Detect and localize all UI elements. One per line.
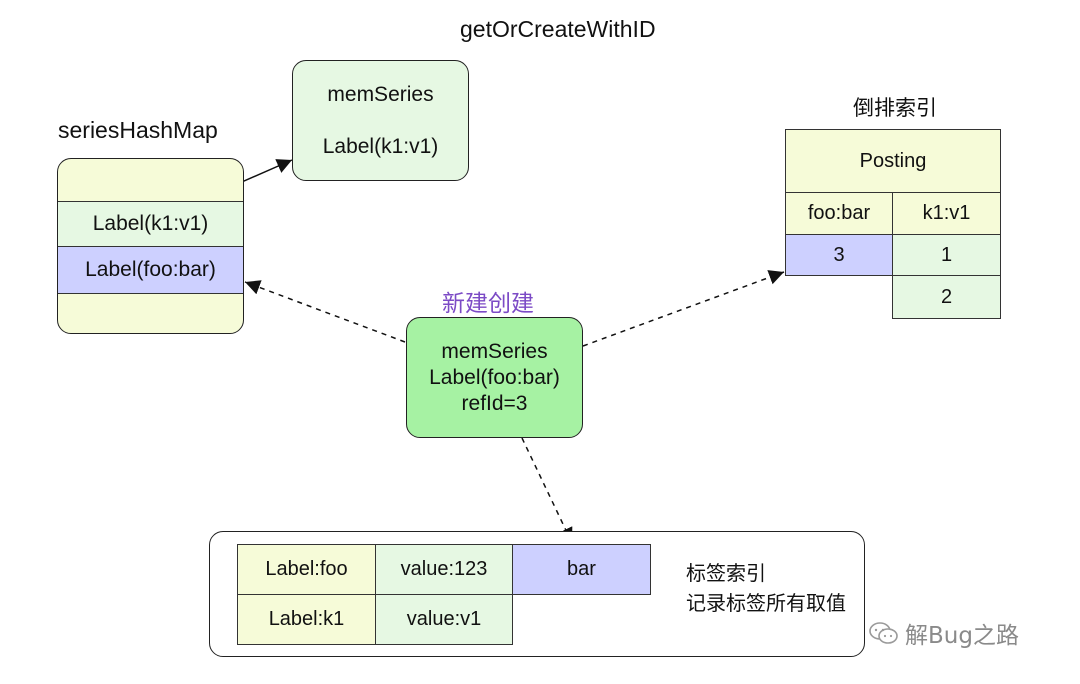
top-memseries-line2: Label(k1:v1)	[322, 134, 439, 158]
hashmap-row-k1v1: Label(k1:v1)	[58, 201, 243, 247]
center-memseries-line3: refId=3	[461, 391, 528, 415]
posting-header: Posting	[785, 129, 1001, 193]
wechat-icon	[869, 622, 898, 644]
top-memseries-line1: memSeries	[327, 82, 434, 106]
hashmap-row-foobar: Label(foo:bar)	[58, 247, 243, 294]
series-hashmap-title: seriesHashMap	[58, 117, 218, 143]
posting-col-foo-bar: foo:bar	[785, 192, 893, 235]
label-index-desc: 记录标签所有取值	[686, 591, 846, 615]
posting-foo-bar-value-0: 3	[785, 234, 893, 276]
center-memseries-line2: Label(foo:bar)	[429, 365, 560, 389]
top-memseries-box: memSeries Label(k1:v1)	[292, 60, 469, 181]
label-table-r1c1: Label:foo	[237, 544, 376, 595]
center-memseries-box: memSeries Label(foo:bar) refId=3	[406, 317, 583, 438]
center-to-label-index-arrow	[521, 437, 573, 544]
watermark: 解Bug之路	[869, 616, 1019, 650]
watermark-text: 解Bug之路	[905, 623, 1019, 649]
label-index-title: 标签索引	[686, 561, 766, 585]
center-to-hashmap-arrow	[244, 280, 406, 343]
label-table-r1c3: bar	[512, 544, 651, 595]
new-create-label: 新建创建	[442, 291, 534, 317]
label-table-r1c2: value:123	[375, 544, 513, 595]
label-index-caption: 标签索引 记录标签所有取值	[686, 558, 846, 618]
series-hashmap-box: Label(k1:v1) Label(foo:bar)	[57, 158, 244, 334]
center-memseries-line1: memSeries	[441, 339, 548, 363]
posting-k1-v1-value-0: 1	[892, 234, 1001, 276]
posting-k1-v1-value-1: 2	[892, 275, 1001, 319]
get-or-create-title: getOrCreateWithID	[460, 16, 656, 42]
center-to-posting-arrow	[582, 270, 785, 347]
label-table-r2c2: value:v1	[375, 594, 513, 645]
inverted-index-title: 倒排索引	[853, 96, 937, 120]
label-table-r2c1: Label:k1	[237, 594, 376, 645]
posting-col-k1-v1: k1:v1	[892, 192, 1001, 235]
